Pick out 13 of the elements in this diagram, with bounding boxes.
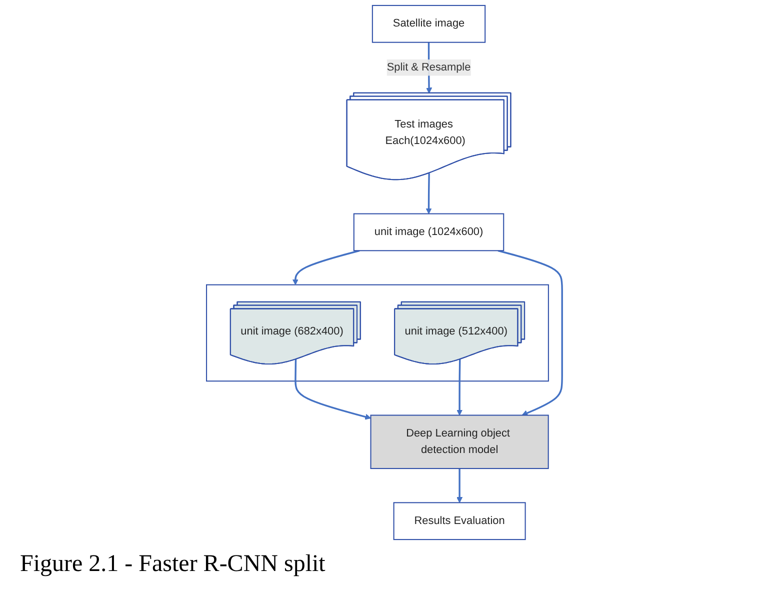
figure-caption: Figure 2.1 - Faster R-CNN split bbox=[19, 550, 326, 579]
arrow bbox=[456, 468, 463, 503]
edge-label: Split & Resample bbox=[387, 61, 471, 74]
arrow bbox=[456, 359, 463, 416]
node-box: Deep Learning object detection model bbox=[370, 414, 550, 470]
arrow bbox=[292, 250, 360, 286]
arrow bbox=[294, 359, 372, 420]
node-box: unit image (1024x600) bbox=[354, 213, 504, 252]
arrow bbox=[498, 250, 564, 416]
arrow bbox=[426, 173, 432, 214]
node-box: Results Evaluation bbox=[393, 502, 526, 540]
node-box: Satellite image bbox=[372, 4, 486, 43]
cluster bbox=[206, 284, 550, 382]
